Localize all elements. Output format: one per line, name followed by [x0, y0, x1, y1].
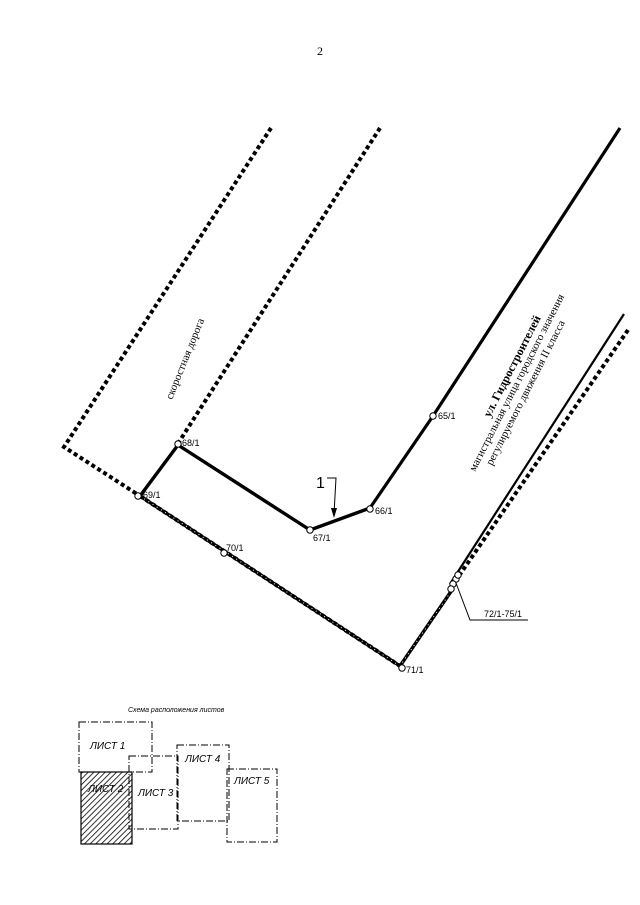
highway-boundary-left [61, 126, 402, 668]
sheet-label-3: ЛИСТ 3 [137, 788, 174, 799]
sheet-label-4: ЛИСТ 4 [184, 754, 221, 765]
sheet-4-box [176, 744, 230, 822]
point-marker-71 [398, 664, 406, 672]
point-marker-67 [306, 526, 314, 534]
point-marker-70 [220, 549, 228, 557]
point-label-72-75: 72/1-75/1 [484, 609, 522, 619]
point-marker-75 [454, 571, 462, 579]
sheet-label-2: ЛИСТ 2 [87, 784, 124, 795]
street-boundary-right [452, 328, 630, 585]
street-desc-line1: магистральная улица городского значения [467, 292, 567, 473]
point-label-67: 67/1 [313, 533, 331, 543]
point-marker-74 [447, 585, 455, 593]
point-label-69: 69/1 [143, 490, 161, 500]
highway-label: скоростная дорога [164, 317, 207, 402]
point-label-71: 71/1 [406, 665, 424, 675]
callout-arrowhead [331, 508, 337, 518]
point-label-66: 66/1 [375, 506, 393, 516]
leader-72-75 [455, 582, 528, 621]
sheet-5-box [226, 768, 278, 843]
sheet-scheme: Схема расположения листов ЛИСТ 1 ЛИСТ 2 … [78, 707, 278, 845]
point-marker-65 [429, 412, 437, 420]
sheet-2-box [80, 771, 133, 845]
sheet-1-box [78, 721, 153, 773]
callout-leader [327, 477, 337, 515]
point-label-70: 70/1 [226, 543, 244, 553]
highway-boundary-right [175, 126, 382, 447]
sheet-label-1: ЛИСТ 1 [89, 741, 125, 752]
point-marker-66 [366, 505, 374, 513]
point-label-68: 68/1 [182, 438, 200, 448]
sheet-label-5: ЛИСТ 5 [233, 776, 270, 787]
sheet-scheme-title: Схема расположения листов [128, 707, 225, 714]
callout-label: 1 [316, 475, 325, 492]
sheet-3-box [128, 755, 179, 830]
point-label-65: 65/1 [438, 411, 456, 421]
street-edge-line [449, 313, 625, 585]
page-number: 2 [317, 44, 323, 58]
parcel-boundary [138, 443, 454, 668]
point-marker-69 [134, 492, 142, 500]
point-marker-68 [174, 440, 182, 448]
